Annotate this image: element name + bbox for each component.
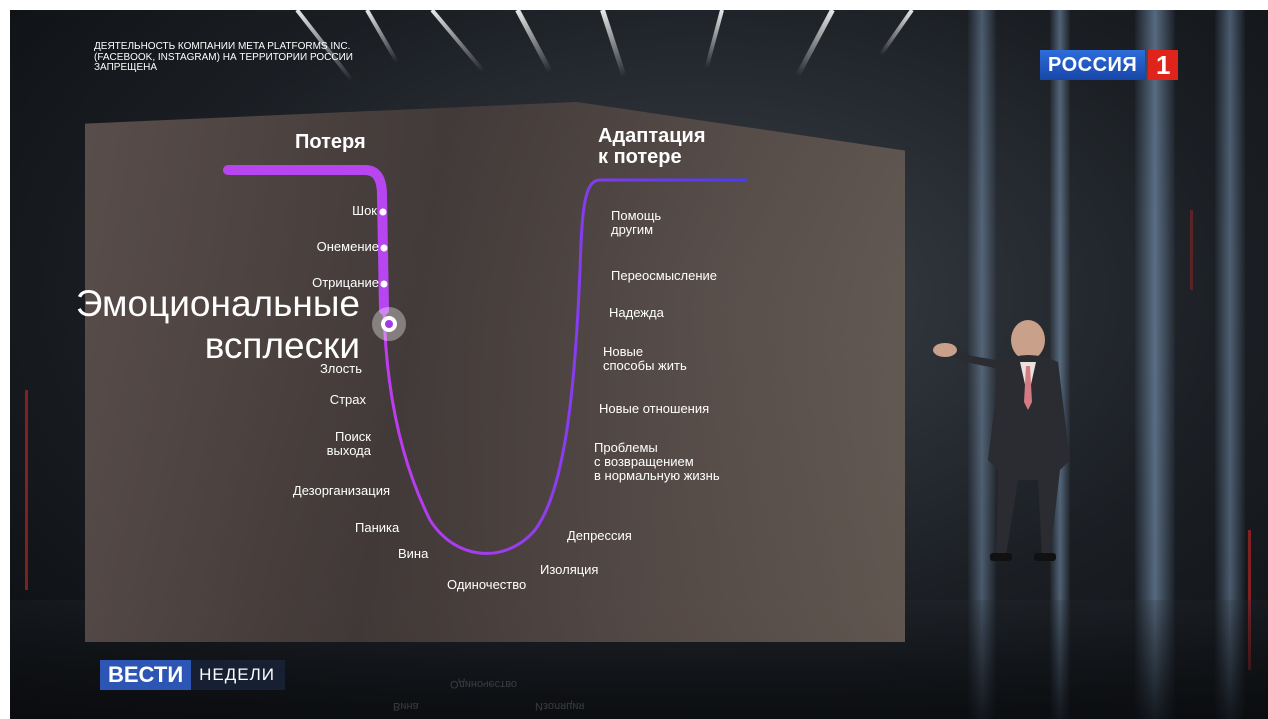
channel-name: РОССИЯ <box>1040 50 1146 80</box>
label-helping: Помощь другим <box>611 208 662 237</box>
label-hope: Надежда <box>609 305 664 320</box>
channel-number: 1 <box>1148 50 1179 80</box>
floor-reflection-text: Вина <box>393 700 419 712</box>
numbness-dot <box>380 244 388 252</box>
label-denial: Отрицание <box>312 275 379 290</box>
floor-reflection-text: Изоляция <box>535 700 585 712</box>
program-logo-part1: ВЕСТИ <box>100 660 192 690</box>
adaptation-title: Адаптация к потере <box>598 125 706 168</box>
label-search: Поиск выхода <box>326 429 371 458</box>
loss-curve-thick <box>223 165 389 315</box>
glass-pillar <box>1050 10 1070 719</box>
denial-dot <box>380 280 388 288</box>
grief-curve-line <box>382 178 748 555</box>
label-rethinking: Переосмысление <box>611 268 718 283</box>
highlight-dot-core <box>385 320 393 328</box>
label-new-relations: Новые отношения <box>599 401 710 416</box>
label-depression: Депрессия <box>567 528 632 543</box>
label-fear: Страх <box>329 392 366 407</box>
floor-reflection-text: Одиночество <box>450 678 518 690</box>
studio-scene: ДЕЯТЕЛЬНОСТЬ КОМПАНИИ META PLATFORMS INC… <box>10 10 1268 719</box>
presenter-figure <box>933 320 1070 561</box>
highlight-label: Эмоциональные всплески <box>75 283 360 366</box>
label-shock: Шок <box>352 203 377 218</box>
channel-logo: РОССИЯ 1 <box>1040 50 1179 80</box>
program-logo: ВЕСТИ НЕДЕЛИ <box>100 660 285 690</box>
label-disorganization: Дезорганизация <box>292 483 390 498</box>
red-light-strip <box>25 390 28 590</box>
label-numbness: Онемение <box>316 239 379 254</box>
label-panic: Паника <box>355 520 400 535</box>
label-return-problems: Проблемы с возвращением в нормальную жиз… <box>594 440 720 483</box>
label-isolation: Изоляция <box>540 562 599 577</box>
label-guilt: Вина <box>398 546 429 561</box>
legal-disclaimer: ДЕЯТЕЛЬНОСТЬ КОМПАНИИ META PLATFORMS INC… <box>94 41 353 73</box>
program-logo-part2: НЕДЕЛИ <box>191 660 285 690</box>
shock-dot <box>379 208 387 216</box>
label-anger: Злость <box>319 361 362 376</box>
label-new-ways: Новые способы жить <box>603 344 687 373</box>
loss-title: Потеря <box>295 131 366 153</box>
grief-curve-chart <box>223 165 1070 561</box>
red-light-strip <box>1190 210 1193 290</box>
label-loneliness: Одиночество <box>447 577 527 592</box>
